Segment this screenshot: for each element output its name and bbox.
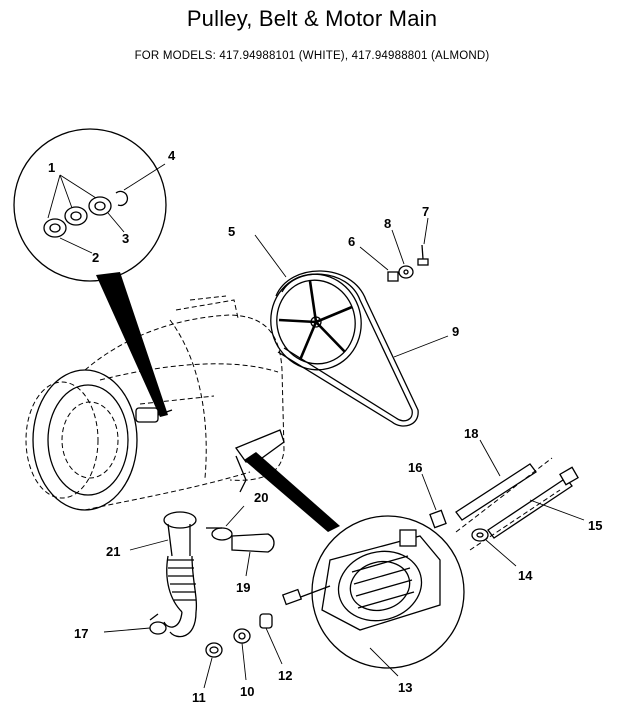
callout-7: 7	[422, 204, 429, 219]
callout-11: 11	[192, 690, 206, 705]
part-13-motor	[281, 529, 441, 631]
part-12-bushing	[259, 613, 283, 665]
part-9-drive-belt	[275, 270, 449, 427]
callout-19: 19	[236, 580, 250, 595]
part-7-bolt	[417, 217, 429, 266]
callout-8: 8	[384, 216, 391, 231]
callout-16: 16	[408, 460, 422, 475]
part-6-nut	[359, 246, 399, 282]
detail-circle-bearings	[13, 128, 168, 417]
callout-18: 18	[464, 426, 478, 441]
part-20-clamp	[206, 505, 245, 541]
part-18-shaft	[455, 439, 537, 521]
part-4-retaining-ring	[115, 190, 129, 207]
callout-17: 17	[74, 626, 88, 641]
callout-4: 4	[168, 148, 176, 163]
part-10-washer	[233, 628, 251, 681]
part-3-bearing	[88, 196, 112, 216]
part-19-filter	[231, 533, 275, 577]
part-11-nut	[203, 642, 223, 689]
part-21-drain-hose	[129, 511, 198, 638]
callout-20: 20	[254, 490, 268, 505]
callout-9: 9	[452, 324, 459, 339]
outer-tub	[25, 295, 340, 532]
callout-3: 3	[122, 231, 129, 246]
part-16-coupling	[421, 473, 447, 529]
part-5-drive-pulley	[254, 234, 362, 371]
part-14-washer	[471, 528, 517, 567]
detail-circle-motor	[281, 515, 465, 677]
callout-2: 2	[92, 250, 99, 265]
part-1-bearing-center	[64, 206, 88, 226]
callout-1: 1	[48, 160, 55, 175]
diagram-title: Pulley, Belt & Motor Main	[186, 6, 438, 31]
callout-12: 12	[278, 668, 292, 683]
callout-5: 5	[228, 224, 235, 239]
part-17-clamp	[103, 613, 167, 635]
callout-13: 13	[398, 680, 412, 695]
callout-21: 21	[106, 544, 120, 559]
callout-15: 15	[588, 518, 602, 533]
part-8-washer	[391, 229, 414, 279]
part-2-bearing	[43, 218, 67, 238]
callout-10: 10	[240, 684, 254, 699]
callout-14: 14	[518, 568, 533, 583]
callout-6: 6	[348, 234, 355, 249]
models-subtitle: FOR MODELS: 417.94988101 (WHITE), 417.94…	[134, 50, 490, 62]
